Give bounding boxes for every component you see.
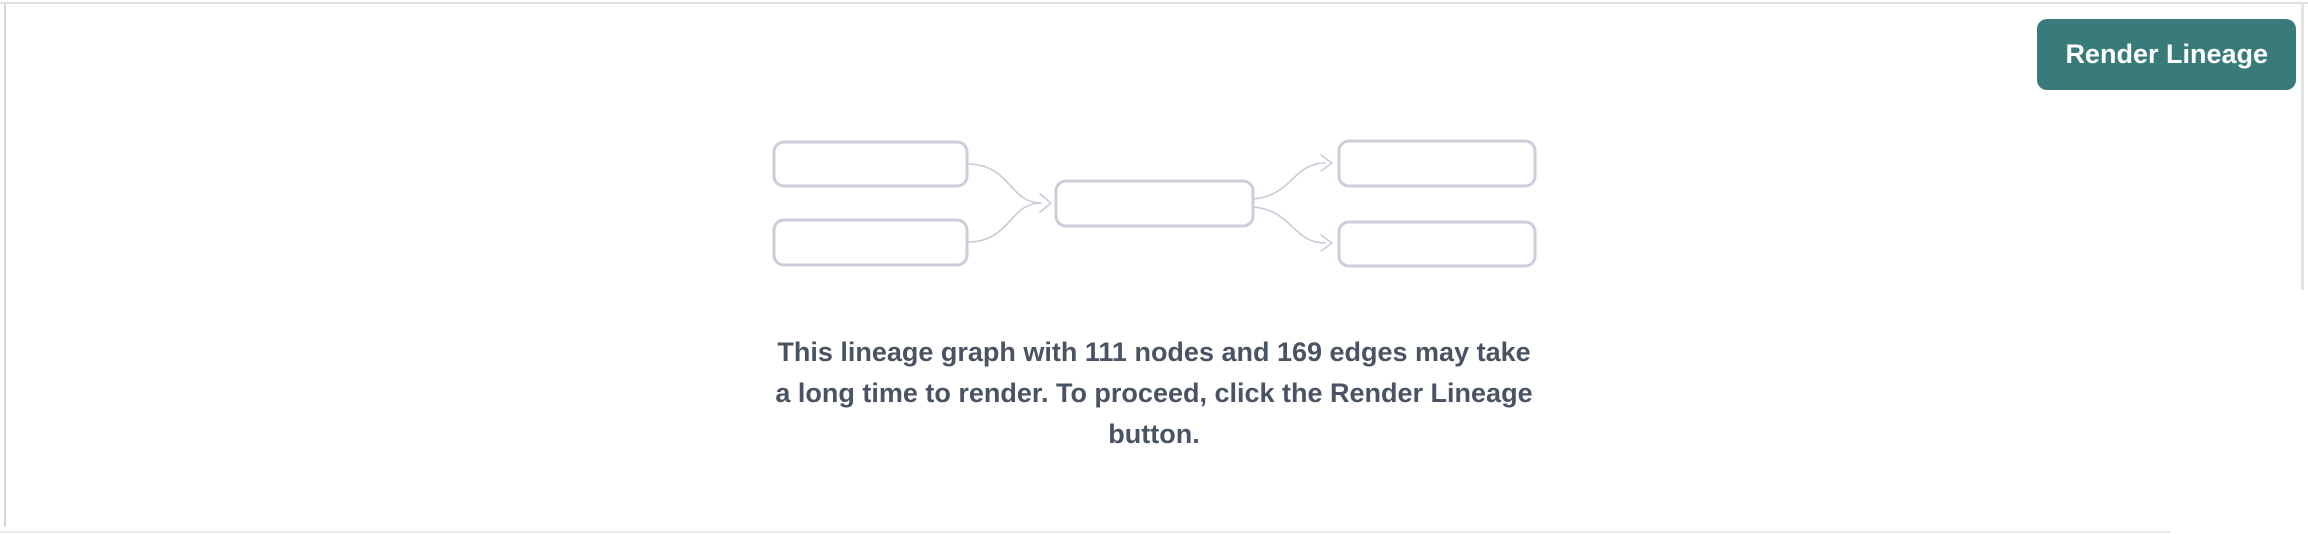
lineage-graph-placeholder-icon: [772, 139, 1537, 268]
pane-left-border: [4, 4, 6, 527]
placeholder-node-box: [1054, 179, 1255, 228]
placeholder-edge-arrow: [966, 163, 1052, 243]
placeholder-edge-arrow: [1252, 154, 1333, 252]
pane-bottom-border: [0, 531, 2170, 533]
placeholder-node-box: [772, 218, 969, 267]
render-warning-message: This lineage graph with 111 nodes and 16…: [704, 332, 1604, 455]
pane-top-border: [0, 2, 2308, 4]
placeholder-node-box: [772, 140, 969, 188]
render-lineage-button[interactable]: Render Lineage: [2037, 19, 2296, 90]
warning-message-line: button.: [1108, 419, 1200, 449]
warning-message-line: This lineage graph with 111 nodes and 16…: [777, 337, 1531, 367]
vertical-scrollbar-thumb[interactable]: [2301, 4, 2304, 290]
warning-message-line: a long time to render. To proceed, click…: [775, 378, 1533, 408]
placeholder-node-box: [1337, 139, 1537, 188]
lineage-empty-state: This lineage graph with 111 nodes and 16…: [704, 130, 1604, 455]
placeholder-node-box: [1337, 220, 1537, 268]
